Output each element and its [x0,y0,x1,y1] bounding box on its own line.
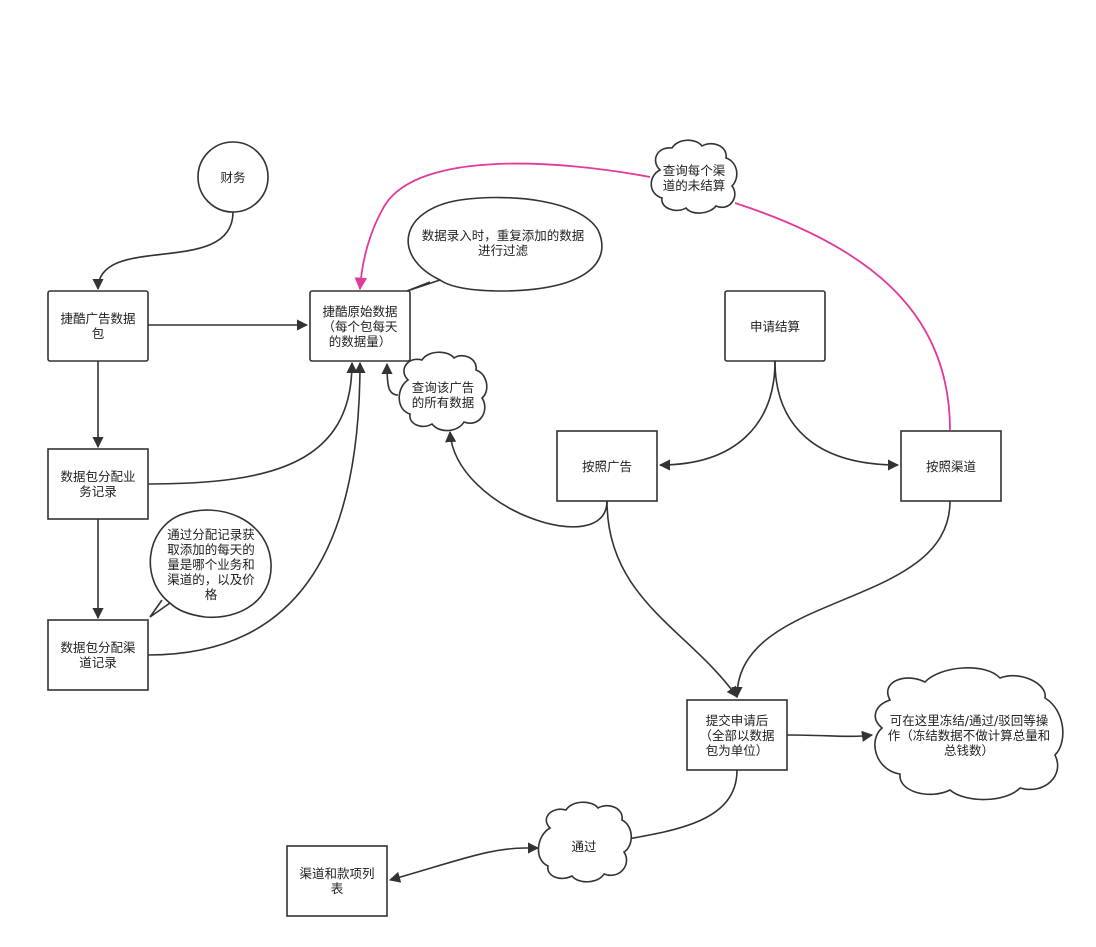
edge-by-ad-to-query-ad-cloud [445,430,608,528]
node-apply-settlement[interactable] [724,290,826,362]
edge-biz-allocation-to-raw-data [147,361,358,485]
callout-dedupe-note[interactable] [406,196,603,292]
edge-submitted-to-approved-cloud [621,769,738,841]
node-submitted[interactable] [686,699,788,771]
edge-submitted-to-freeze-cloud [786,730,874,742]
cloud-freeze-ops[interactable] [874,667,1064,801]
node-biz-allocation[interactable] [47,448,149,520]
edge-by-channel-to-query-channel-cloud [734,202,951,431]
edge-channel-allocation-to-raw-data [147,361,366,656]
cloud-query-channel-unsettled[interactable] [650,139,738,214]
edge-finance-to-ad-package [92,211,234,291]
node-channel-allocation[interactable] [47,619,149,691]
node-raw-data[interactable] [309,290,411,362]
callout-allocation-note[interactable] [149,509,272,619]
node-channel-payment-list[interactable] [286,845,388,917]
edge-by-channel-to-submitted [731,500,951,699]
edge-query-ad-cloud-to-raw-data [381,362,399,396]
edge-approved-to-channel-list [388,842,540,883]
edge-apply-to-by-ad [658,360,776,471]
edge-by-ad-to-submitted [606,500,738,698]
node-ad-package[interactable] [47,290,149,362]
node-finance[interactable] [197,141,269,213]
cloud-query-ad-data[interactable] [398,351,488,432]
node-by-ad[interactable] [556,430,658,502]
node-by-channel[interactable] [900,430,1002,502]
cloud-approved[interactable] [537,801,633,883]
edge-query-channel-cloud-to-raw-data [354,162,651,291]
edge-apply-to-by-channel [774,360,900,471]
